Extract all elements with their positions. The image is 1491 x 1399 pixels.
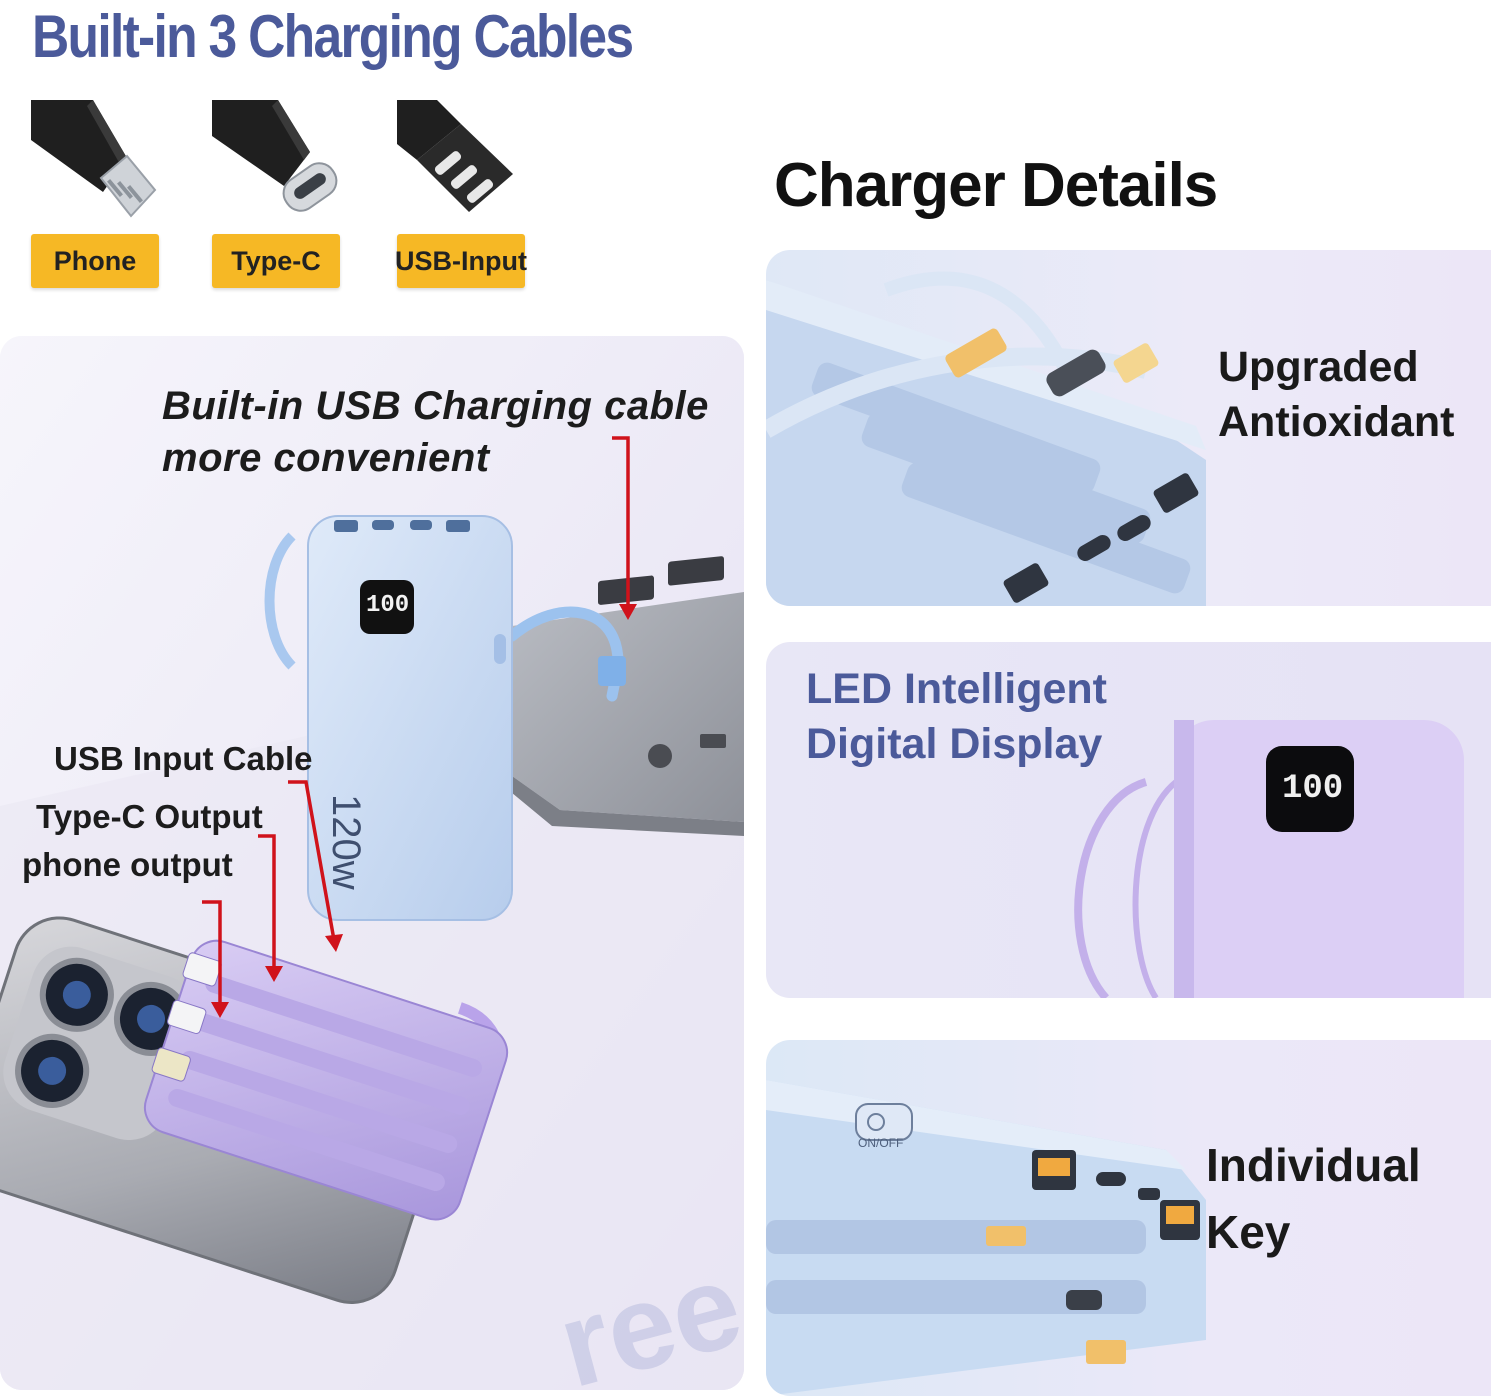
callout-usb-input-cable: USB Input Cable (54, 740, 313, 777)
cable-tag-phone: Phone (31, 234, 159, 288)
lightning-connector-icon (31, 100, 159, 240)
power-key-label: ON/OFF (858, 1136, 904, 1150)
led-display-readout: 100 (1282, 770, 1344, 808)
blue-bank-display: 100 (366, 592, 410, 619)
panel-antioxidant-line1: Upgraded (1218, 343, 1419, 391)
panel-led-line1: LED Intelligent (806, 665, 1107, 713)
cable-card-typec: Type-C (212, 100, 340, 290)
ports-closeup-image (766, 271, 1206, 606)
detail-panel-antioxidant: Upgraded Antioxidant (766, 250, 1491, 606)
panel-key-label: Individual Key (1206, 1132, 1421, 1265)
cable-tag-usb-input-label: USB-Input (395, 245, 527, 276)
panel-key-line1: Individual (1206, 1139, 1421, 1191)
product-photo: 100 120w ree Built-in USB Charging cable… (0, 336, 744, 1390)
details-title: Charger Details (774, 151, 1218, 220)
cable-tag-typec: Type-C (212, 234, 340, 288)
panel-antioxidant-line2: Antioxidant (1218, 398, 1455, 447)
cable-card-usb-input: USB-Input (395, 100, 527, 290)
blue-bank-capacity-label: 120w (324, 794, 368, 890)
callout-typec-output: Type-C Output (36, 798, 263, 835)
detail-panel-individual-key: ON/OFF Individual Key (766, 1040, 1491, 1396)
callout-phone-output: phone output (22, 846, 233, 883)
callout-builtin-usb-line1: Built-in USB Charging cable (162, 384, 709, 428)
detail-panel-led-display: LED Intelligent Digital Display 100 (766, 642, 1491, 998)
cable-tag-usb-input: USB-Input (395, 234, 527, 288)
main-title: Built-in 3 Charging Cables (32, 3, 634, 70)
usb-a-connector-icon (397, 100, 525, 240)
callout-builtin-usb-line2: more convenient (162, 436, 490, 480)
panel-key-line2: Key (1206, 1205, 1291, 1258)
key-closeup-image (766, 1080, 1206, 1396)
usb-c-connector-icon (212, 100, 340, 240)
panel-led-label: LED Intelligent Digital Display (806, 662, 1107, 772)
panel-led-line2: Digital Display (806, 720, 1103, 769)
cable-card-phone: Phone (31, 100, 159, 290)
panel-antioxidant-label: Upgraded Antioxidant (1218, 340, 1454, 450)
led-bank-image (1074, 720, 1464, 998)
